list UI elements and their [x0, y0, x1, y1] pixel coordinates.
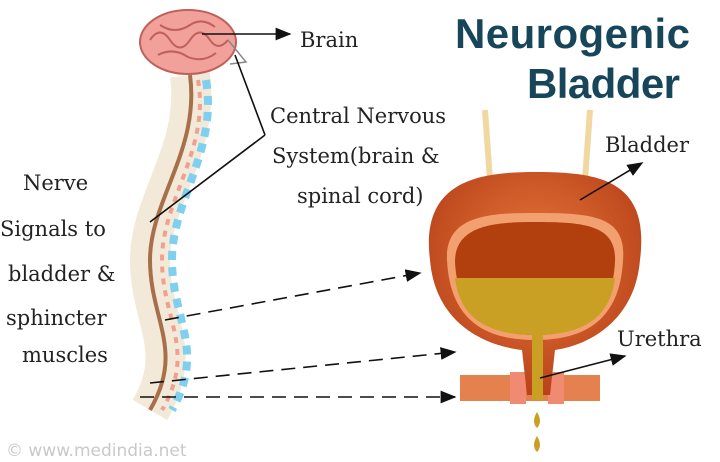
label-urethra: Urethra: [617, 327, 702, 351]
label-nerve-1: Nerve: [23, 171, 88, 195]
bladder-illustration: [428, 109, 642, 452]
bladder-arrow: [579, 162, 644, 201]
label-nerve-2: Signals to: [0, 217, 106, 241]
title-line-2: Bladder: [527, 60, 680, 107]
brain-illustration: [139, 9, 248, 75]
label-cns-2: System(brain &: [272, 144, 440, 168]
label-cns-3: spinal cord): [297, 184, 423, 208]
nerve-signal-arrow-neck: [149, 347, 457, 384]
title-line-1: Neurogenic: [455, 10, 690, 57]
nerve-signal-arrow-bladder: [164, 269, 422, 321]
spinal-cord-illustration: [129, 72, 212, 421]
label-bladder: Bladder: [605, 133, 690, 157]
label-nerve-3: bladder &: [8, 262, 115, 286]
pointer-arrows: [140, 27, 644, 404]
label-nerve-4: sphincter: [6, 306, 108, 330]
cns-bracket-lines: [149, 54, 266, 223]
urethra-arrow: [539, 353, 627, 379]
label-cns-1: Central Nervous: [270, 104, 446, 128]
watermark: © www.medindia.net: [6, 441, 187, 461]
label-nerve-5: muscles: [22, 343, 108, 367]
label-brain: Brain: [300, 28, 358, 52]
